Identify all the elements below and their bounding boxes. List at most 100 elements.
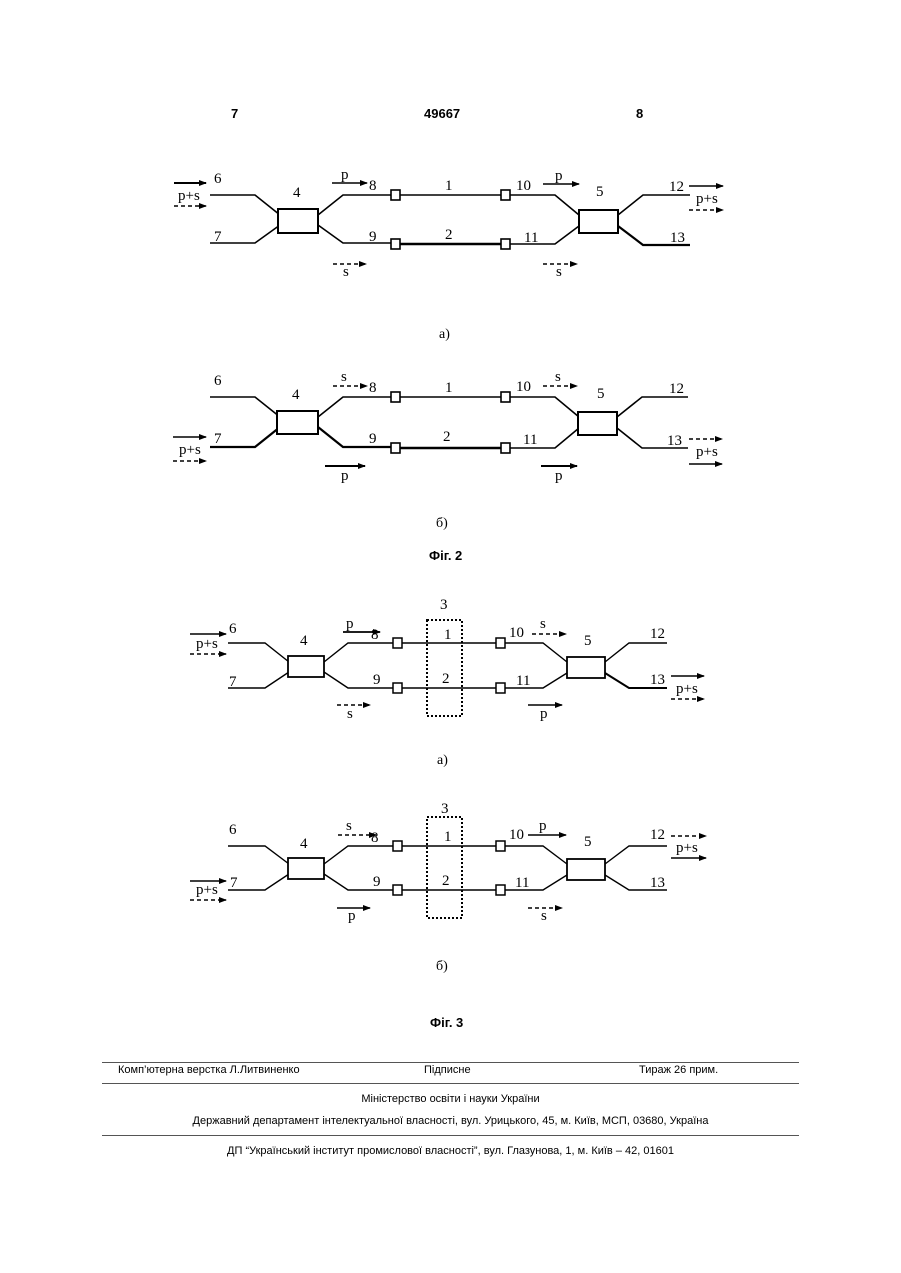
coupler-5: [567, 859, 605, 880]
port-11: 11: [524, 230, 538, 246]
connector-9: [393, 885, 402, 895]
signal-left-top: s: [341, 369, 347, 385]
imprint-row: Комп’ютерна верстка Л.Литвиненко Підписн…: [102, 1064, 799, 1080]
signal-left-bottom: s: [347, 706, 353, 722]
arm-1: 1: [444, 829, 452, 845]
port-7: 7: [214, 229, 222, 245]
signal-left-top: p: [341, 167, 349, 183]
signal-right-bottom: s: [556, 264, 562, 280]
signal-output: p+s: [696, 191, 718, 207]
signal-left-top: s: [346, 818, 352, 834]
fig3a-caption: а): [437, 753, 448, 768]
fig2b-caption: б): [436, 516, 448, 531]
arm-2: 2: [445, 227, 453, 243]
patent-number: 49667: [424, 106, 460, 121]
port-8: 8: [371, 830, 379, 846]
signal-input: p+s: [196, 882, 218, 898]
port-6: 6: [214, 373, 222, 389]
signal-output: p+s: [676, 840, 698, 856]
port-8: 8: [369, 178, 377, 194]
port-10: 10: [509, 827, 524, 843]
coupler-4: [288, 858, 324, 879]
layout-credit: Комп’ютерна верстка Л.Литвиненко: [118, 1064, 300, 1076]
signed-label: Підписне: [424, 1064, 471, 1076]
coupler-5-label: 5: [597, 386, 605, 402]
signal-output: p+s: [696, 444, 718, 460]
arm-2: 2: [442, 873, 450, 889]
arm-1: 1: [445, 380, 453, 396]
connector-8: [391, 190, 400, 200]
port-8: 8: [369, 380, 377, 396]
arm-1: 1: [445, 178, 453, 194]
connector-9: [391, 239, 400, 249]
coupler-5: [579, 210, 618, 233]
port-11: 11: [523, 432, 537, 448]
connector-10: [496, 638, 505, 648]
port-6: 6: [229, 822, 237, 838]
fig2-title: Фіг. 2: [429, 548, 462, 563]
signal-left-bottom: p: [348, 908, 356, 924]
signal-input: p+s: [196, 636, 218, 652]
connector-11: [496, 885, 505, 895]
port-9: 9: [369, 229, 377, 245]
connector-10: [496, 841, 505, 851]
arm-2: 2: [442, 671, 450, 687]
coupler-4-label: 4: [300, 633, 308, 649]
arm-1: 1: [444, 627, 452, 643]
port-13: 13: [650, 875, 665, 891]
signal-right-top: p: [555, 168, 563, 184]
connector-8: [391, 392, 400, 402]
port-10: 10: [516, 379, 531, 395]
ministry-line: Міністерство освіти і науки України: [102, 1093, 799, 1105]
coupler-4: [277, 411, 318, 434]
fig3a-diagram: 6 7 p+s 4 5 8 9 10 11 1 2 3 p s s p 12 1…: [0, 594, 901, 774]
port-12: 12: [650, 626, 665, 642]
connector-8: [393, 841, 402, 851]
connector-9: [391, 443, 400, 453]
fig2b-diagram: 6 7 p+s 4 5 8 9 10 11 1 2 s p s p 12 13 …: [0, 360, 901, 535]
coupler-4-label: 4: [300, 836, 308, 852]
port-12: 12: [669, 179, 684, 195]
coupler-4-label: 4: [292, 387, 300, 403]
coupler-5-label: 5: [596, 184, 604, 200]
connector-8: [393, 638, 402, 648]
print-run: Тираж 26 прим.: [639, 1064, 718, 1076]
fig3-title: Фіг. 3: [430, 1015, 463, 1030]
fig3b-caption: б): [436, 959, 448, 974]
port-10: 10: [509, 625, 524, 641]
connector-11: [501, 443, 510, 453]
signal-left-top: p: [346, 616, 354, 632]
signal-input: p+s: [179, 442, 201, 458]
fig3b-diagram: 6 7 p+s 4 5 8 9 10 11 1 2 3 s p p s 12 1…: [0, 796, 901, 976]
imprint-rule-middle: [102, 1083, 799, 1084]
port-13: 13: [670, 230, 685, 246]
coupler-5: [578, 412, 617, 435]
department-line: Державний департамент інтелектуальної вл…: [102, 1115, 799, 1127]
port-7: 7: [229, 674, 237, 690]
connector-10: [501, 392, 510, 402]
port-11: 11: [515, 875, 529, 891]
port-12: 12: [650, 827, 665, 843]
page-number-right: 8: [636, 106, 643, 121]
fig2a-caption: а): [439, 327, 450, 342]
port-7: 7: [214, 431, 222, 447]
page-number-left: 7: [231, 106, 238, 121]
port-7: 7: [230, 875, 238, 891]
port-11: 11: [516, 673, 530, 689]
port-9: 9: [373, 672, 381, 688]
port-6: 6: [229, 621, 237, 637]
port-13: 13: [667, 433, 682, 449]
coupler-4: [288, 656, 324, 677]
signal-output: p+s: [676, 681, 698, 697]
signal-right-bottom: p: [540, 706, 548, 722]
imprint-rule-bottom: [102, 1135, 799, 1136]
signal-left-bottom: p: [341, 468, 349, 484]
signal-right-top: s: [540, 616, 546, 632]
signal-left-bottom: s: [343, 264, 349, 280]
imprint-rule-top: [102, 1062, 799, 1063]
connector-9: [393, 683, 402, 693]
connector-10: [501, 190, 510, 200]
coupler-4: [278, 209, 318, 233]
coupler-4-label: 4: [293, 185, 301, 201]
connector-11: [496, 683, 505, 693]
